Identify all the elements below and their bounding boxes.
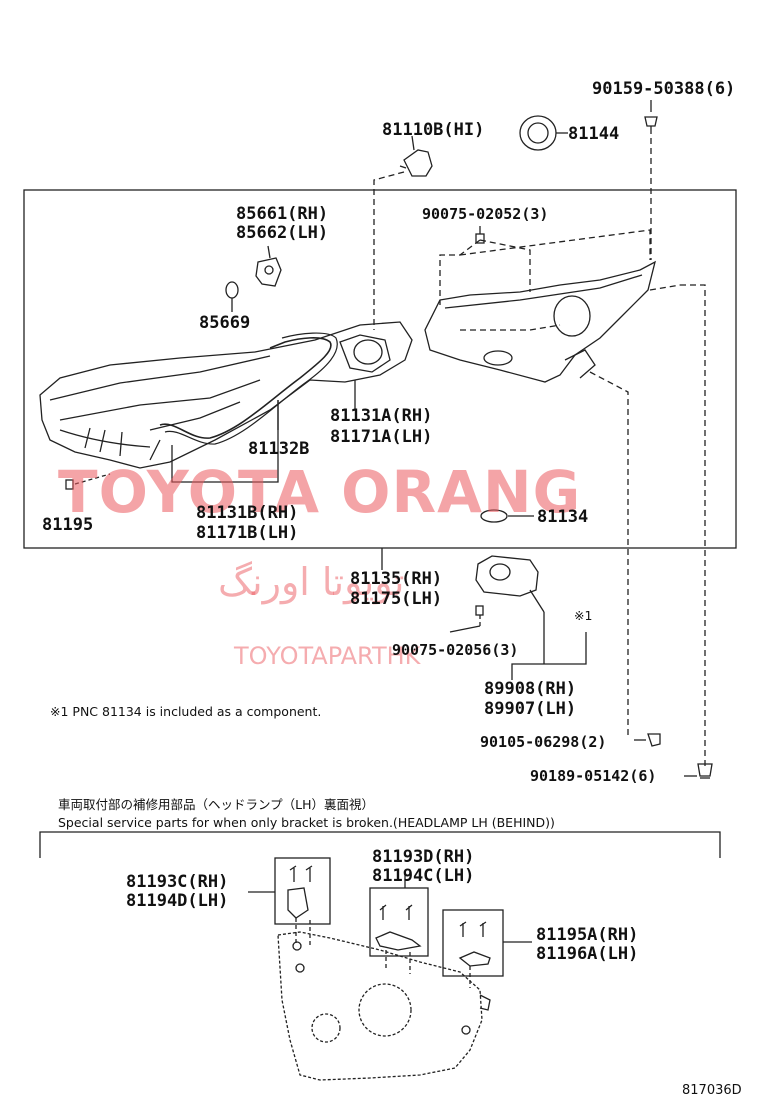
detail-box-3 xyxy=(442,909,504,977)
label-85661: 85661(RH) xyxy=(236,204,329,224)
label-81131a: 81131A(RH) xyxy=(330,406,433,426)
label-90075-02052: 90075-02052(3) xyxy=(422,205,549,223)
label-81195: 81195 xyxy=(42,515,94,535)
clip-90189 xyxy=(684,763,713,779)
headlamp-assembly xyxy=(39,321,413,469)
lower-bracket xyxy=(39,831,721,858)
label-81175: 81175(LH) xyxy=(350,589,443,609)
ballast-89908 xyxy=(475,555,545,664)
en-heading: Special service parts for when only brac… xyxy=(58,815,555,830)
label-89908: 89908(RH) xyxy=(484,679,577,699)
label-81171b: 81171B(LH) xyxy=(196,523,299,543)
label-81193d: 81193D(RH) xyxy=(372,847,475,867)
actuator-85661 xyxy=(255,245,282,287)
label-mark-1: ※1 xyxy=(574,608,593,623)
lower-headlamp-back xyxy=(277,931,491,1081)
screw-90075b xyxy=(449,605,484,633)
label-81193c: 81193C(RH) xyxy=(126,872,229,892)
housing-rear xyxy=(424,229,706,770)
seal-81134 xyxy=(480,509,508,523)
label-85662: 85662(LH) xyxy=(236,223,329,243)
label-81194c: 81194C(LH) xyxy=(372,866,475,886)
label-81194d: 81194D(LH) xyxy=(126,891,229,911)
label-81144: 81144 xyxy=(568,124,620,144)
screw-90105 xyxy=(634,733,661,747)
cap-81144 xyxy=(519,115,568,151)
screw-81195 xyxy=(65,473,111,490)
jp-heading: 車両取付部の補修用部品（ヘッドランプ（LH）裏面視） xyxy=(58,797,374,812)
label-90105-06298: 90105-06298(2) xyxy=(480,733,607,751)
detail-box-1 xyxy=(274,857,331,925)
gasket-81132b xyxy=(159,337,332,439)
label-81196a: 81196A(LH) xyxy=(536,944,639,964)
detail-box-2 xyxy=(369,887,429,957)
diagram-code: 817036D xyxy=(682,1083,742,1098)
label-90159-50388: 90159-50388(6) xyxy=(592,79,736,99)
label-85669: 85669 xyxy=(199,313,251,333)
screw-90159 xyxy=(644,100,658,260)
label-81171a: 81171A(LH) xyxy=(330,427,433,447)
label-90189-05142: 90189-05142(6) xyxy=(530,767,657,785)
label-81195a: 81195A(RH) xyxy=(536,925,639,945)
screw-90075a xyxy=(475,226,485,244)
label-81135: 81135(RH) xyxy=(350,569,443,589)
label-81134: 81134 xyxy=(537,507,589,527)
ring-85669 xyxy=(225,281,239,299)
label-90075-02056: 90075-02056(3) xyxy=(392,641,519,659)
bulb-81110b xyxy=(373,135,433,330)
label-81132b: 81132B xyxy=(248,439,310,459)
label-89907: 89907(LH) xyxy=(484,699,577,719)
footnote: ※1 PNC 81134 is included as a component. xyxy=(50,704,322,719)
label-81131b: 81131B(RH) xyxy=(196,503,299,523)
label-81110b: 81110B(HI) xyxy=(382,120,485,140)
main-frame xyxy=(23,189,737,549)
